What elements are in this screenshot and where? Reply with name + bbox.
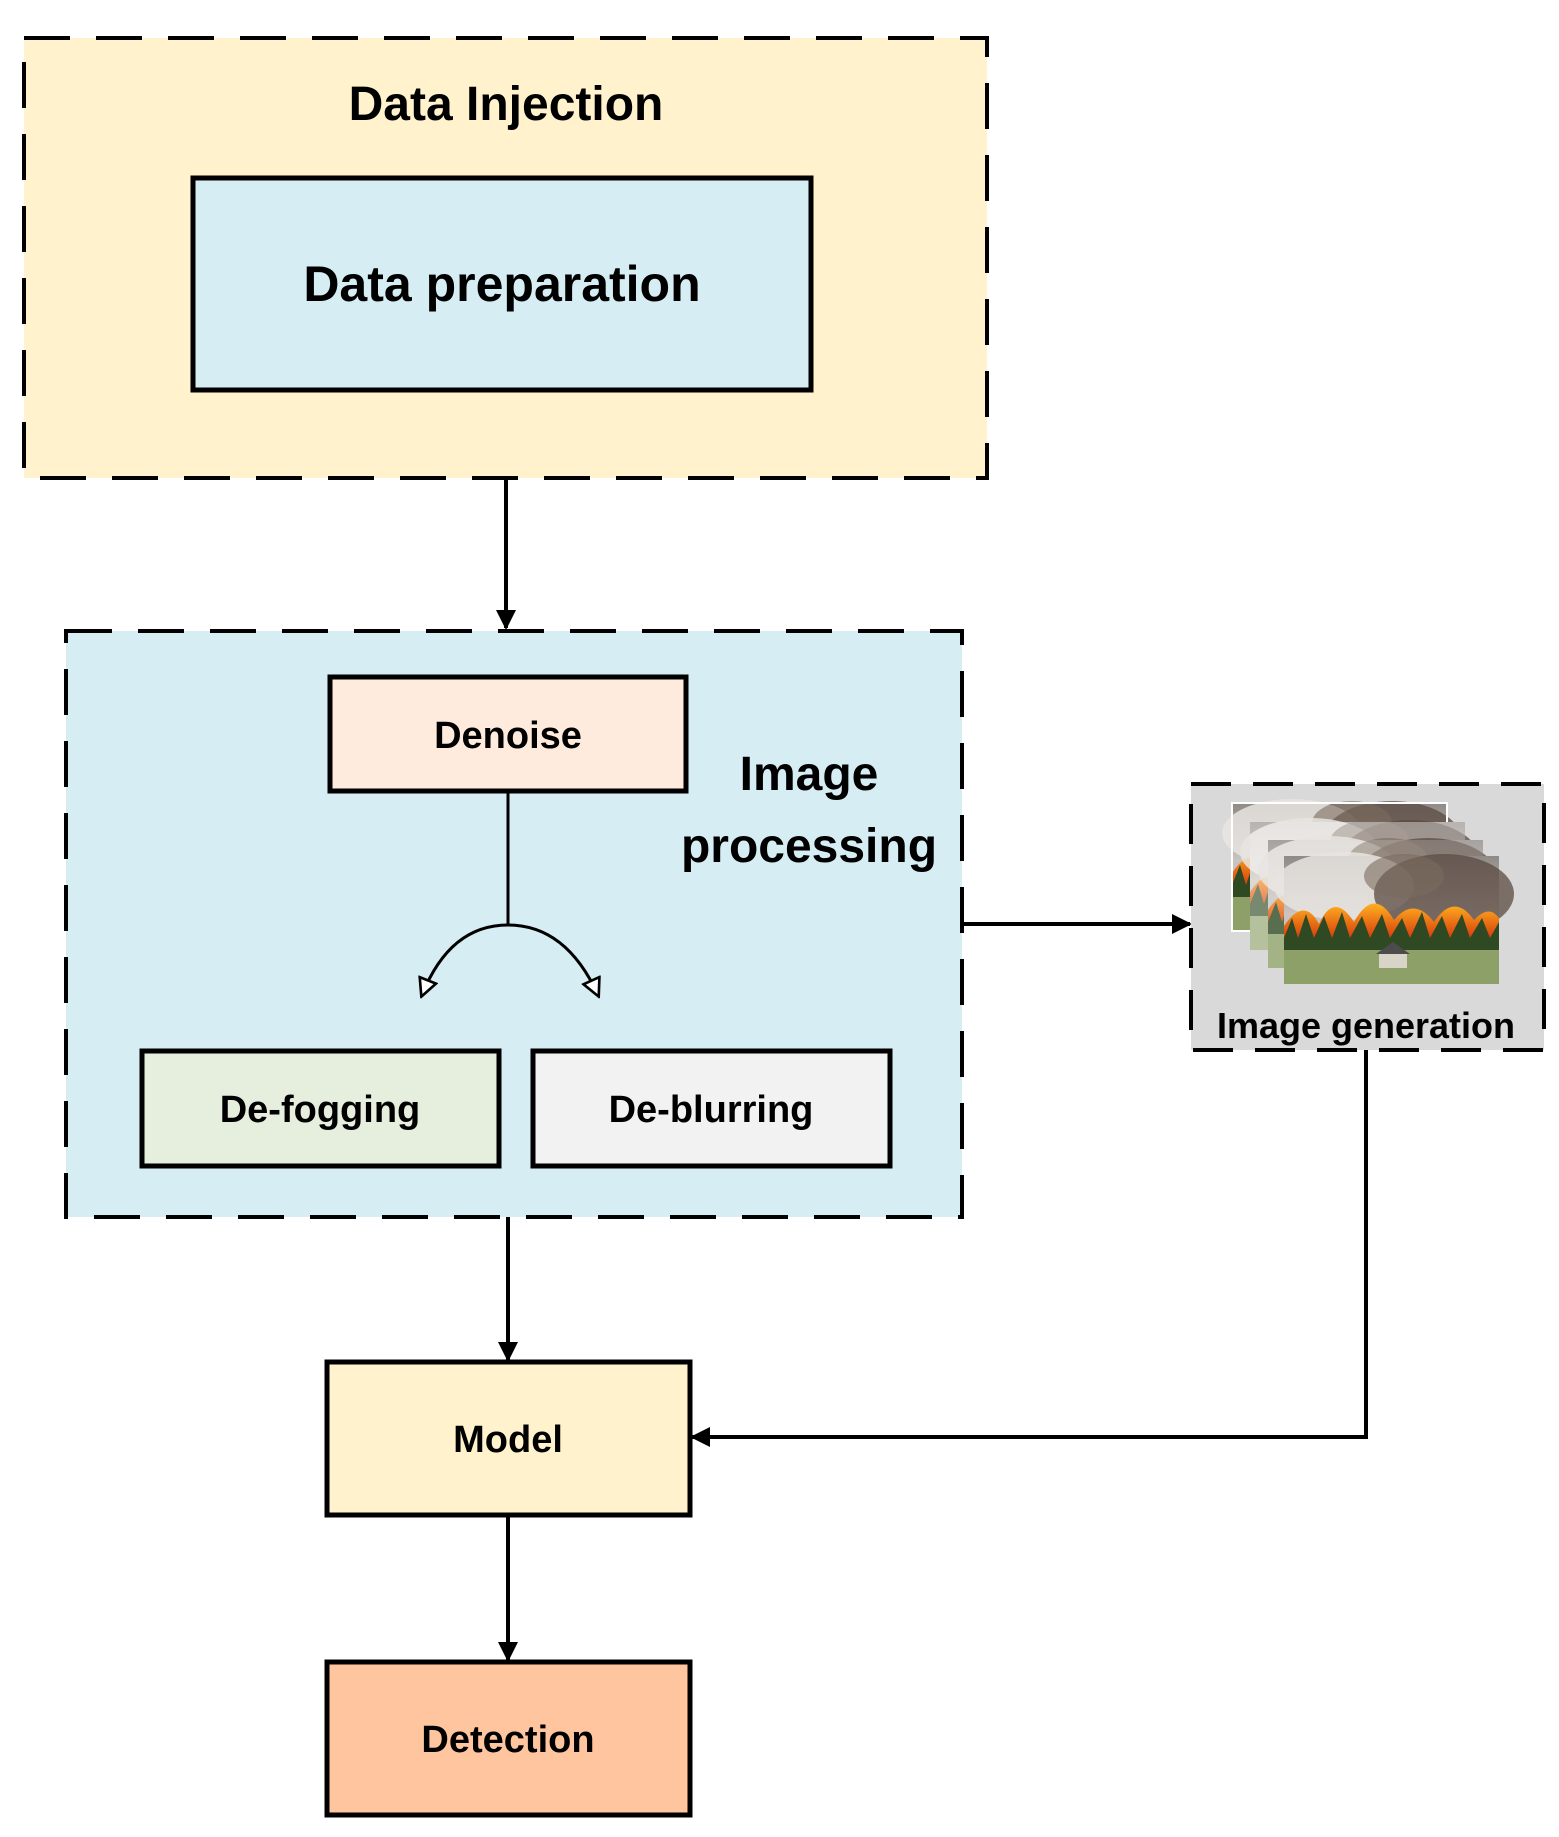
image-processing-title-line1: Image bbox=[740, 748, 879, 801]
model-box bbox=[324, 1359, 693, 1518]
data-preparation-label: Data preparation bbox=[303, 256, 700, 312]
image-processing-title-line2: processing bbox=[681, 820, 937, 873]
detection-label: Detection bbox=[421, 1719, 594, 1761]
split-arrow-left bbox=[422, 923, 509, 995]
detection-box bbox=[324, 1659, 693, 1818]
data-injection-title: Data Injection bbox=[349, 78, 664, 131]
image-generation-label: Image generation bbox=[1217, 1005, 1515, 1046]
data-preparation-box bbox=[190, 175, 814, 393]
arrow-generation-to-model bbox=[690, 1050, 1368, 1447]
wildfire-photo-stack-icon bbox=[1222, 799, 1514, 984]
deblurring-label: De-blurring bbox=[609, 1089, 814, 1131]
model-label: Model bbox=[453, 1419, 563, 1461]
denoise-box bbox=[327, 674, 689, 794]
split-arrow-right bbox=[507, 923, 598, 995]
defogging-label: De-fogging bbox=[220, 1089, 421, 1131]
defogging-box bbox=[139, 1048, 502, 1169]
denoise-label: Denoise bbox=[434, 715, 582, 757]
deblurring-box bbox=[530, 1048, 893, 1169]
